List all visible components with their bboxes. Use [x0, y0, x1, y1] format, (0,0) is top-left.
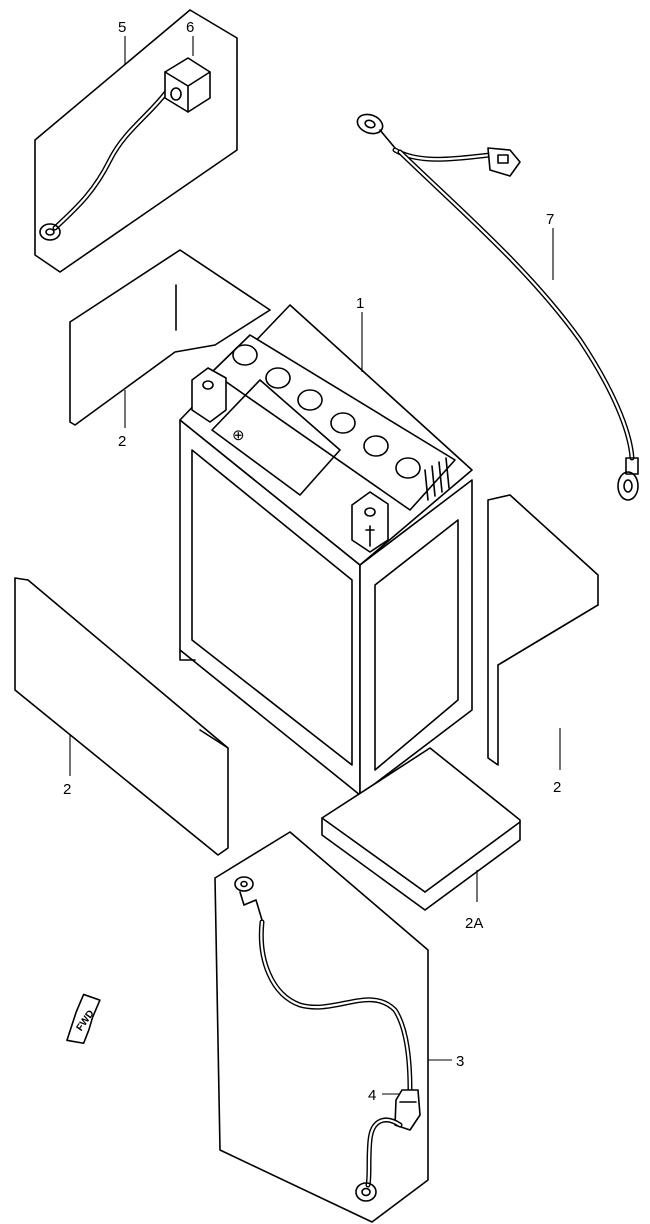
cable-7 [356, 113, 639, 501]
cap-6 [164, 57, 211, 113]
callout-2-left: 2 [63, 781, 71, 798]
callout-7: 7 [546, 211, 554, 228]
fwd-direction-arrow: FWD [66, 993, 101, 1045]
terminal-negative [351, 491, 389, 553]
callout-4: 4 [368, 1087, 376, 1104]
pad-bottom-2a [321, 747, 521, 911]
cable-5-group [34, 9, 238, 273]
callout-2-upper: 2 [118, 433, 126, 450]
callout-3: 3 [456, 1053, 464, 1070]
callout-1: 1 [356, 295, 364, 312]
callout-2-right: 2 [553, 779, 561, 796]
positive-symbol: ⊕ [232, 427, 245, 444]
battery-1: ⊕ [179, 304, 473, 806]
callout-5: 5 [118, 19, 126, 36]
pad-right [487, 494, 599, 766]
battery-cells [232, 344, 421, 479]
pad-left [14, 577, 229, 856]
terminal-positive: ⊕ [191, 367, 245, 444]
callout-2a: 2A [465, 915, 483, 932]
boot-4 [394, 1089, 421, 1131]
pad-upper-left [69, 249, 271, 426]
cable-3-group [214, 831, 429, 1223]
callout-6: 6 [186, 19, 194, 36]
